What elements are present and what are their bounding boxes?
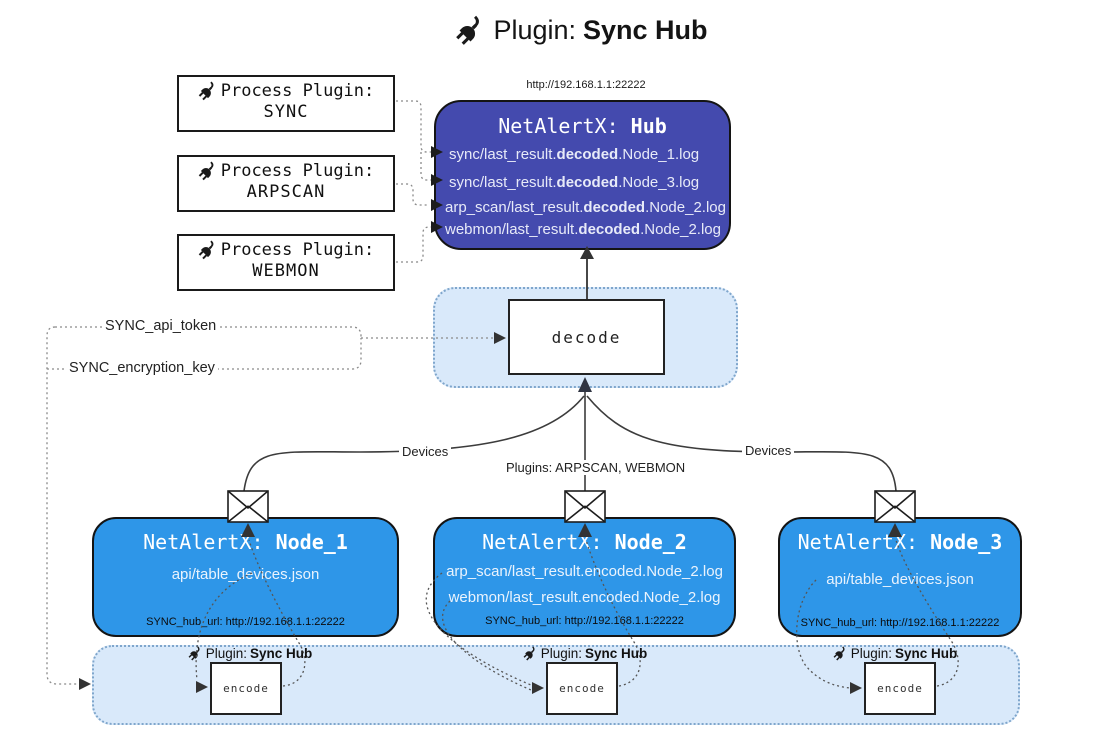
node-hub-url: SYNC_hub_url: http://192.168.1.1:22222 [485,615,684,627]
plug-icon [523,646,538,661]
node-hub-url: SYNC_hub_url: http://192.168.1.1:22222 [146,616,345,628]
plug-icon [198,240,218,260]
sync-encryption-key-label: SYNC_encryption_key [66,360,218,376]
node-to-decode-curves [243,392,897,492]
hub-url-label: http://192.168.1.1:22222 [483,79,689,91]
plugins-mid-label: Plugins: ARPSCAN, WEBMON [503,460,685,475]
node-title: NetAlertX: Node_2 [482,530,687,554]
devices-right-label: Devices [742,443,795,458]
hub-title: NetAlertX: Hub [436,114,729,138]
plug-icon [833,646,848,661]
band-in-arrowhead [79,678,91,690]
hub-title-prefix: NetAlertX: [498,114,631,138]
band-plugin-label: Plugin: Sync Hub [165,646,335,661]
page-title-prefix: Plugin: [493,15,577,45]
node-file-line: api/table_devices.json [171,566,320,583]
node-file-line: arp_scan/last_result.encoded.Node_2.log [446,563,723,580]
node-3-box: NetAlertX: Node_3 api/table_devices.json… [778,517,1022,637]
band-plugin-label: Plugin: Sync Hub [810,646,980,661]
node-2-box: NetAlertX: Node_2 arp_scan/last_result.e… [433,517,736,637]
plug-icon [188,646,203,661]
plug-icon [198,81,218,101]
node-file-line: api/table_devices.json [826,571,974,588]
hub-log-line: sync/last_result.decoded.Node_3.log [449,174,700,191]
hub-log-line: sync/last_result.decoded.Node_1.log [449,146,700,163]
plugin-to-hub-connectors [396,100,431,263]
encode-box: encode [864,662,936,715]
node-file-line: webmon/last_result.encoded.Node_2.log [448,589,721,606]
node-1-box: NetAlertX: Node_1 api/table_devices.json… [92,517,399,637]
encode-box: encode [210,662,282,715]
process-plugin-box-webmon: Process Plugin: WEBMON [177,234,395,291]
plug-icon [455,15,486,46]
process-plugin-name: SYNC [263,102,309,122]
node-title: NetAlertX: Node_1 [143,530,348,554]
hub-log-line: arp_scan/last_result.decoded.Node_2.log [445,199,726,216]
process-plugin-box-arpscan: Process Plugin: ARPSCAN [177,155,395,212]
hub-title-bold: Hub [630,114,667,138]
hub-log-line: webmon/last_result.decoded.Node_2.log [445,221,721,238]
page-title: Plugin: Sync Hub [0,15,1117,46]
node-title: NetAlertX: Node_3 [797,530,1003,554]
process-plugin-label: Process Plugin: [220,240,375,260]
process-plugin-name: WEBMON [252,261,320,281]
hub-box: NetAlertX: Hub sync/last_result.decoded.… [434,100,731,250]
process-plugin-label: Process Plugin: [220,81,375,101]
process-plugin-label: Process Plugin: [220,161,375,181]
node-hub-url: SYNC_hub_url: http://192.168.1.1:22222 [800,617,1000,629]
band-plugin-label: Plugin: Sync Hub [500,646,670,661]
process-plugin-name: ARPSCAN [246,182,326,202]
sync-api-token-label: SYNC_api_token [102,318,220,334]
process-plugin-box-sync: Process Plugin: SYNC [177,75,395,132]
encode-box: encode [546,662,618,715]
decode-box: decode [508,299,665,375]
devices-left-label: Devices [399,444,452,459]
plug-icon [198,161,218,181]
page-title-bold: Sync Hub [583,15,708,45]
